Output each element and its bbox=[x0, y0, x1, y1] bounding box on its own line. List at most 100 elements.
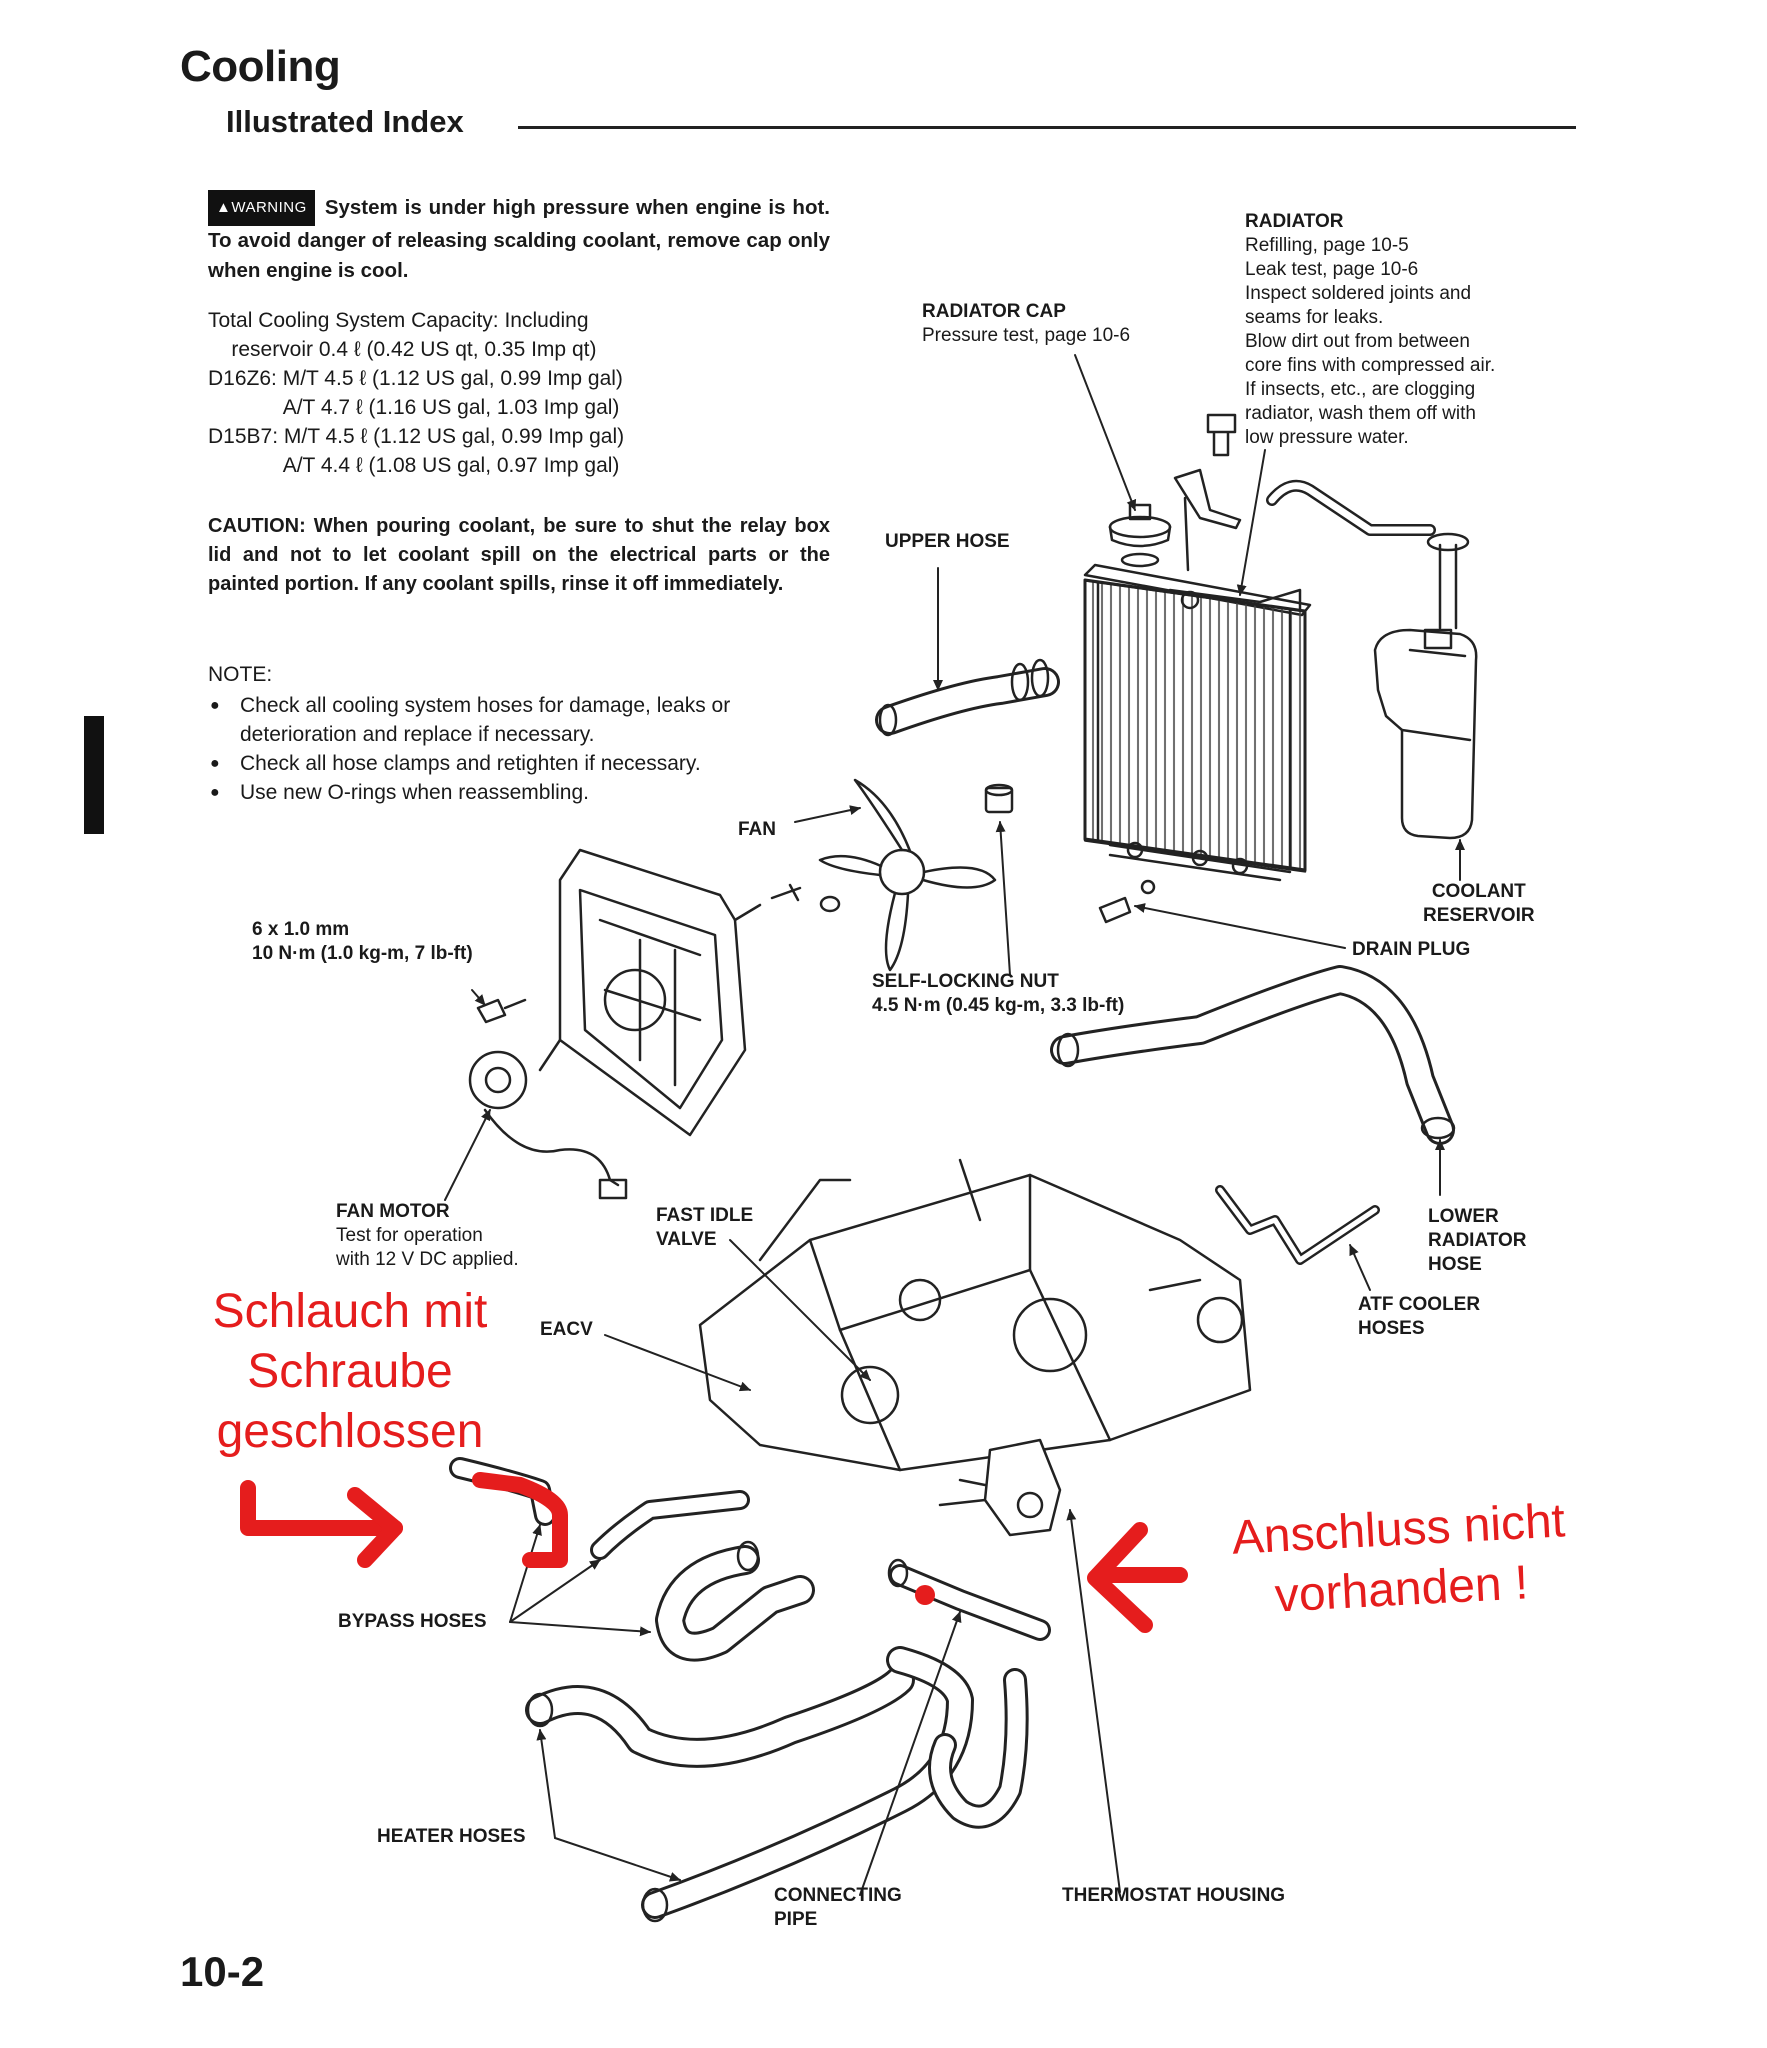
note-item: Use new O-rings when reassembling. bbox=[208, 778, 848, 807]
section-tab-marker bbox=[84, 716, 104, 834]
label-radiator-cap: RADIATOR CAP Pressure test, page 10-6 bbox=[922, 300, 1130, 348]
label-radiator-line: If insects, etc., are clogging bbox=[1245, 379, 1476, 400]
upper-hose-drawing bbox=[875, 658, 1060, 737]
label-shroud-bolt: 6 x 1.0 mm 10 N·m (1.0 kg-m, 7 lb-ft) bbox=[252, 918, 473, 966]
red-hose-outline bbox=[472, 1472, 568, 1568]
label-bypass-hoses: BYPASS HOSES bbox=[338, 1611, 487, 1632]
drain-plug-drawing bbox=[1098, 879, 1156, 924]
warning-text: System is under high pressure when engin… bbox=[208, 196, 830, 282]
annotation-right: Anschluss nicht vorhanden ! bbox=[1197, 1490, 1603, 1631]
note-heading: NOTE: bbox=[208, 663, 273, 686]
red-annotation-marks bbox=[240, 1472, 1188, 1633]
label-connecting-pipe-line: PIPE bbox=[774, 1909, 818, 1930]
label-connecting-pipe-line: CONNECTING bbox=[774, 1885, 902, 1906]
label-bolt-size: 6 x 1.0 mm bbox=[252, 919, 350, 940]
page-title: Cooling bbox=[180, 42, 341, 91]
label-radiator-title: RADIATOR bbox=[1245, 211, 1344, 232]
label-coolant-reservoir-line: RESERVOIR bbox=[1423, 905, 1535, 926]
label-fast-idle-valve-line: FAST IDLE bbox=[656, 1205, 754, 1226]
label-atf-cooler-hoses-line: ATF COOLER bbox=[1358, 1294, 1481, 1315]
annotation-left-line: Schlauch mit bbox=[212, 1285, 488, 1338]
page-subtitle: Illustrated Index bbox=[226, 104, 464, 139]
atf-cooler-hoses-drawing bbox=[1215, 1185, 1380, 1265]
label-radiator-cap-title: RADIATOR CAP bbox=[922, 301, 1066, 322]
label-lower-radiator-hose-line: HOSE bbox=[1428, 1254, 1482, 1275]
label-lower-radiator-hose: LOWER RADIATOR HOSE bbox=[1428, 1205, 1527, 1277]
capacity-line: A/T 4.7 ℓ (1.16 US gal, 1.03 Imp gal) bbox=[208, 396, 620, 419]
red-hook-arrow-head bbox=[347, 1487, 403, 1568]
label-drain-plug: DRAIN PLUG bbox=[1352, 939, 1471, 960]
capacity-line: D16Z6: M/T 4.5 ℓ (1.12 US gal, 0.99 Imp … bbox=[208, 367, 623, 390]
label-fan-motor-line: Test for operation bbox=[336, 1225, 483, 1246]
label-radiator-line: radiator, wash them off with bbox=[1245, 403, 1476, 424]
label-fan-motor: FAN MOTOR Test for operation with 12 V D… bbox=[336, 1200, 519, 1272]
warning-badge: ▲WARNING bbox=[208, 190, 315, 226]
fan-motor-drawing bbox=[468, 1050, 628, 1200]
red-left-arrow bbox=[1087, 1522, 1188, 1633]
note-item: Check all cooling system hoses for damag… bbox=[208, 691, 848, 749]
label-thermostat-housing: THERMOSTAT HOUSING bbox=[1062, 1885, 1286, 1906]
label-atf-cooler-hoses-line: HOSES bbox=[1358, 1318, 1425, 1339]
fan-blade-drawing bbox=[818, 778, 997, 972]
label-heater-hoses: HEATER HOSES bbox=[377, 1826, 526, 1847]
label-radiator-line: Blow dirt out from between bbox=[1245, 331, 1470, 352]
capacity-line: D15B7: M/T 4.5 ℓ (1.12 US gal, 0.99 Imp … bbox=[208, 425, 625, 448]
label-lower-radiator-hose-line: LOWER bbox=[1428, 1206, 1499, 1227]
page-number: 10-2 bbox=[180, 1948, 265, 1995]
capacity-line: Total Cooling System Capacity: Including bbox=[208, 309, 589, 332]
capacity-line: reservoir 0.4 ℓ (0.42 US qt, 0.35 Imp qt… bbox=[208, 338, 597, 361]
label-connecting-pipe: CONNECTING PIPE bbox=[774, 1884, 902, 1932]
label-coolant-reservoir-line: COOLANT bbox=[1431, 881, 1526, 902]
capacity-line: A/T 4.4 ℓ (1.08 US gal, 0.97 Imp gal) bbox=[208, 454, 620, 477]
engine-block-drawing bbox=[698, 1158, 1252, 1472]
note-block: NOTE: Check all cooling system hoses for… bbox=[208, 660, 848, 807]
label-atf-cooler-hoses: ATF COOLER HOSES bbox=[1358, 1293, 1480, 1341]
leader-lines bbox=[444, 354, 1465, 1896]
label-radiator-cap-line: Pressure test, page 10-6 bbox=[922, 325, 1131, 346]
red-hook-arrow-shaft bbox=[240, 1480, 403, 1536]
title-rule bbox=[518, 126, 1576, 129]
label-eacv: EACV bbox=[540, 1319, 593, 1340]
thermostat-housing-drawing bbox=[938, 1438, 1062, 1537]
self-locking-nut-drawing bbox=[984, 783, 1014, 814]
label-radiator-line: low pressure water. bbox=[1245, 427, 1409, 448]
fan-bolt-drawing bbox=[770, 883, 841, 913]
lower-radiator-hose-drawing bbox=[1050, 965, 1456, 1145]
label-fan-motor-title: FAN MOTOR bbox=[336, 1201, 450, 1222]
label-self-locking-nut: SELF-LOCKING NUT 4.5 N·m (0.45 kg-m, 3.3… bbox=[872, 970, 1124, 1018]
label-self-locking-nut-title: SELF-LOCKING NUT bbox=[872, 971, 1059, 992]
coolant-reservoir-drawing bbox=[1373, 628, 1478, 840]
annotation-left: Schlauch mit Schraube geschlossen bbox=[180, 1282, 520, 1462]
label-radiator: RADIATOR Refilling, page 10-5 Leak test,… bbox=[1245, 210, 1495, 450]
label-upper-hose: UPPER HOSE bbox=[885, 531, 1010, 552]
label-coolant-reservoir: COOLANT RESERVOIR bbox=[1423, 880, 1535, 928]
radiator-cap-drawing bbox=[1108, 503, 1172, 568]
annotation-left-line: Schraube bbox=[247, 1345, 453, 1398]
label-fast-idle-valve-line: VALVE bbox=[656, 1229, 717, 1250]
label-radiator-line: Inspect soldered joints and bbox=[1245, 283, 1472, 304]
annotation-left-line: geschlossen bbox=[216, 1405, 484, 1458]
label-lower-radiator-hose-line: RADIATOR bbox=[1428, 1230, 1527, 1251]
radiator-drawing bbox=[1083, 563, 1312, 882]
label-radiator-line: core fins with compressed air. bbox=[1245, 355, 1496, 376]
radiator-bracket-drawing bbox=[1173, 413, 1242, 572]
heater-hoses-drawing bbox=[525, 1646, 1029, 1923]
label-bolt-torque: 10 N·m (1.0 kg-m, 7 lb-ft) bbox=[252, 943, 473, 964]
reservoir-hose-drawing bbox=[1266, 479, 1470, 630]
shroud-bolt-drawing bbox=[476, 998, 527, 1024]
fan-shroud-drawing bbox=[538, 848, 762, 1137]
warning-triangle-icon: ▲ bbox=[216, 199, 232, 216]
label-fast-idle-valve: FAST IDLE VALVE bbox=[656, 1204, 753, 1252]
capacity-block: Total Cooling System Capacity: Including… bbox=[208, 306, 848, 480]
label-radiator-line: Leak test, page 10-6 bbox=[1245, 259, 1419, 280]
label-fan-motor-line: with 12 V DC applied. bbox=[336, 1249, 519, 1270]
connecting-pipe-drawing bbox=[887, 1558, 1051, 1641]
red-port-dot bbox=[915, 1585, 935, 1605]
label-self-locking-nut-torque: 4.5 N·m (0.45 kg-m, 3.3 lb-ft) bbox=[872, 995, 1125, 1016]
warning-badge-label: WARNING bbox=[231, 199, 307, 216]
label-radiator-line: seams for leaks. bbox=[1245, 307, 1384, 328]
label-radiator-line: Refilling, page 10-5 bbox=[1245, 235, 1409, 256]
caution-block: CAUTION: When pouring coolant, be sure t… bbox=[208, 515, 830, 595]
